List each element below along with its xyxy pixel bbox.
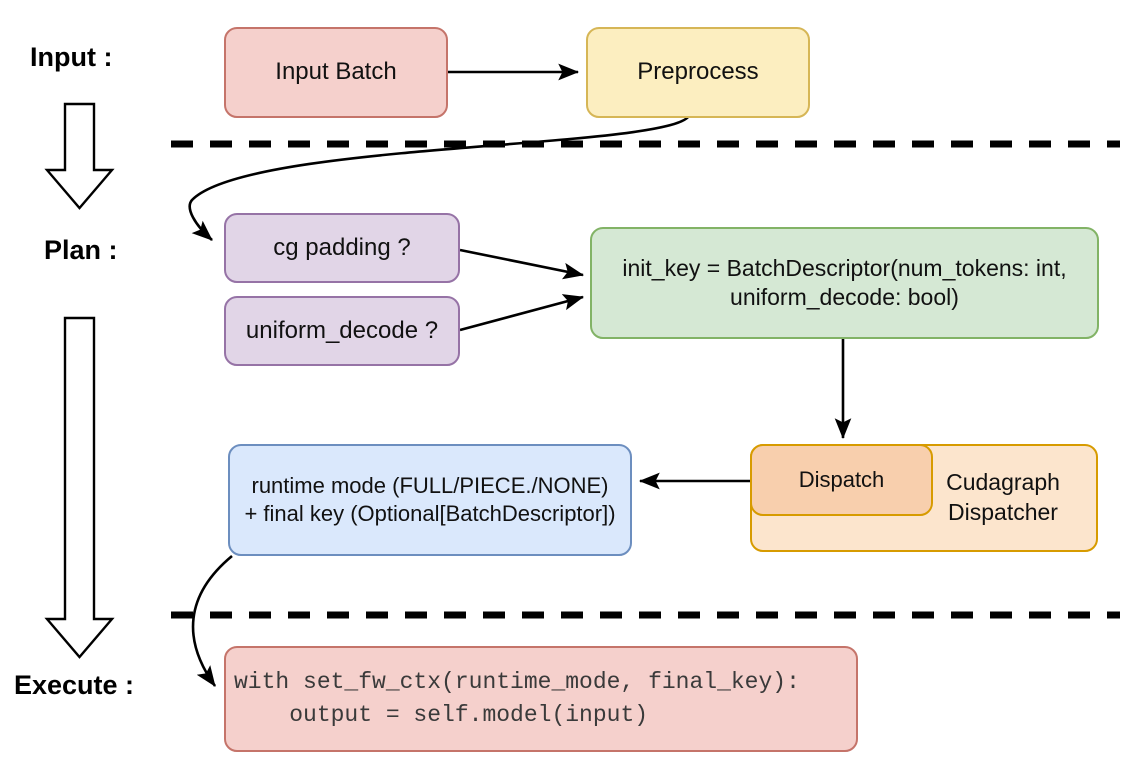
plan-to-execute-block-arrow xyxy=(44,316,115,659)
node-cudagraph-dispatcher-label: Cudagraph Dispatcher xyxy=(946,469,1060,525)
stage-label-input: Input : xyxy=(30,42,113,72)
node-cg-padding[interactable]: cg padding ? xyxy=(224,213,460,283)
node-uniform-decode-label: uniform_decode ? xyxy=(245,316,439,344)
node-preprocess[interactable]: Preprocess xyxy=(586,27,810,118)
node-cg-padding-label: cg padding ? xyxy=(273,233,411,261)
node-init-key-label: init_key = BatchDescriptor(num_tokens: i… xyxy=(622,254,1067,310)
stage-label-plan: Plan : xyxy=(44,235,118,265)
cg-padding-to-init-key xyxy=(459,248,585,280)
node-dispatch-label: Dispatch xyxy=(798,466,885,492)
node-init-key[interactable]: init_key = BatchDescriptor(num_tokens: i… xyxy=(590,227,1099,339)
node-dispatch[interactable]: Dispatch xyxy=(750,444,933,516)
node-execute-code-label: with set_fw_ctx(runtime_mode, final_key)… xyxy=(234,669,800,728)
node-runtime-mode-label: runtime mode (FULL/PIECE./NONE) + final … xyxy=(244,472,616,526)
uniform-decode-to-init-key xyxy=(459,294,585,332)
node-input-batch-label: Input Batch xyxy=(275,58,397,86)
node-execute-code[interactable]: with set_fw_ctx(runtime_mode, final_key)… xyxy=(224,646,858,752)
node-preprocess-label: Preprocess xyxy=(637,58,759,86)
node-uniform-decode[interactable]: uniform_decode ? xyxy=(224,296,460,366)
stage-label-execute: Execute : xyxy=(14,670,135,700)
node-input-batch[interactable]: Input Batch xyxy=(224,27,448,118)
input-to-plan-block-arrow xyxy=(44,102,115,210)
node-runtime-mode[interactable]: runtime mode (FULL/PIECE./NONE) + final … xyxy=(228,444,632,556)
